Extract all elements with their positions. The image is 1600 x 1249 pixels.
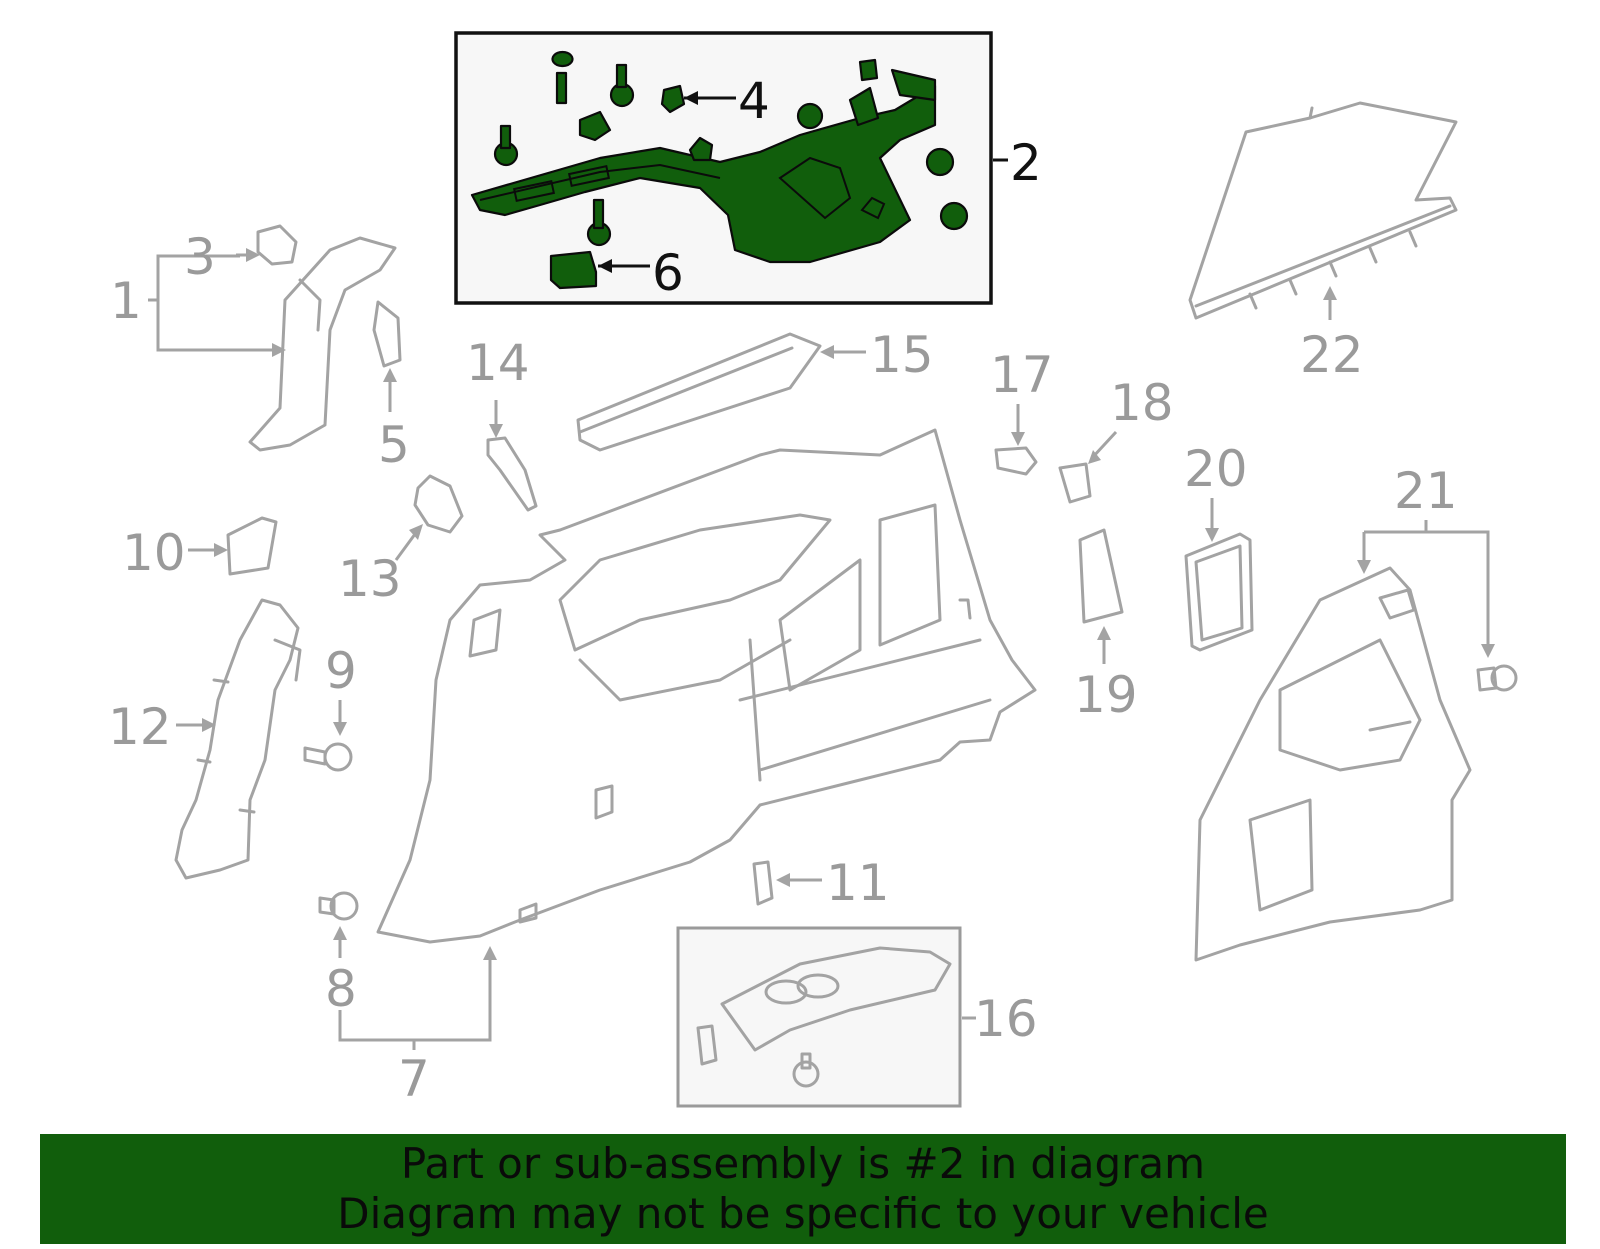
part-20-panel[interactable] — [1184, 532, 1254, 652]
callout-17: 17 — [990, 346, 1054, 404]
callout-13: 13 — [338, 550, 402, 608]
arrow-11 — [776, 873, 790, 887]
callout-22: 22 — [1300, 326, 1364, 384]
callout-19: 19 — [1074, 666, 1138, 724]
callout-9: 9 — [325, 642, 357, 700]
callout-7: 7 — [398, 1050, 430, 1108]
part-16-frame — [676, 926, 962, 1108]
arrow-7 — [483, 946, 497, 960]
leader-7 — [338, 960, 492, 1050]
arrow-18 — [1088, 450, 1101, 464]
leader-1 — [156, 254, 282, 352]
callout-1: 1 — [110, 272, 142, 330]
part-18-clip[interactable] — [1058, 462, 1092, 504]
callout-2: 2 — [1010, 134, 1042, 192]
arrow-19 — [1097, 626, 1111, 640]
callout-6: 6 — [652, 244, 684, 302]
callout-15: 15 — [870, 326, 934, 384]
arrow-6 — [598, 259, 612, 273]
callout-5: 5 — [378, 416, 410, 474]
part-5-cover[interactable] — [372, 300, 402, 368]
callout-18: 18 — [1110, 374, 1174, 432]
part-6-block[interactable] — [549, 250, 598, 290]
part-22-cargo-cover[interactable] — [1188, 101, 1458, 320]
arrow-21b — [1481, 644, 1495, 658]
part-13-clip[interactable] — [413, 474, 464, 534]
part-19-cover[interactable] — [1078, 528, 1124, 624]
part-21-side-trim[interactable] — [1194, 566, 1472, 962]
callout-11: 11 — [826, 854, 890, 912]
callout-8: 8 — [325, 960, 357, 1018]
arrow-8 — [333, 926, 347, 940]
arrow-21a — [1357, 560, 1371, 574]
info-banner: Part or sub-assembly is #2 in diagram Di… — [40, 1134, 1566, 1244]
callout-21: 21 — [1394, 462, 1458, 520]
leader-21 — [1362, 520, 1490, 652]
part-10-bracket[interactable] — [226, 516, 278, 576]
part-15-sill-plate[interactable] — [576, 332, 822, 452]
callout-14: 14 — [466, 334, 530, 392]
arrow-13 — [409, 524, 423, 540]
callout-10: 10 — [122, 524, 186, 582]
part-1-pillar-trim[interactable] — [248, 236, 397, 452]
arrow-3 — [246, 248, 260, 262]
arrow-4 — [684, 91, 698, 105]
arrow-22 — [1323, 286, 1337, 300]
arrow-17 — [1011, 432, 1025, 446]
part-16-cupholder[interactable] — [696, 946, 952, 1088]
callout-16: 16 — [974, 990, 1038, 1048]
part-3-clip[interactable] — [256, 224, 298, 266]
part-21-clip[interactable] — [1476, 664, 1518, 692]
part-11-clip[interactable] — [752, 860, 774, 906]
banner-line-1: Part or sub-assembly is #2 in diagram — [400, 1139, 1206, 1188]
banner-line-2: Diagram may not be specific to your vehi… — [337, 1189, 1269, 1238]
part-7-quarter-trim[interactable] — [376, 428, 1037, 944]
arrow-5 — [383, 368, 397, 382]
part-4-clip[interactable] — [660, 84, 686, 114]
callout-12: 12 — [108, 698, 172, 756]
part-14-trim[interactable] — [486, 436, 538, 512]
arrow-9 — [333, 722, 347, 736]
arrow-14 — [489, 424, 503, 438]
arrow-10 — [214, 543, 228, 557]
arrow-15 — [820, 345, 834, 359]
arrow-1 — [272, 343, 286, 357]
arrow-12 — [202, 718, 216, 732]
callout-20: 20 — [1184, 440, 1248, 498]
part-9-bolt[interactable] — [303, 742, 353, 772]
part-8-bolt[interactable] — [318, 891, 359, 921]
arrow-20 — [1205, 528, 1219, 542]
part-17-clip[interactable] — [994, 446, 1038, 476]
part-2-assembly[interactable] — [470, 50, 969, 290]
callout-3: 3 — [184, 228, 216, 286]
callout-4: 4 — [738, 72, 770, 130]
part-12-panel[interactable] — [174, 598, 302, 880]
